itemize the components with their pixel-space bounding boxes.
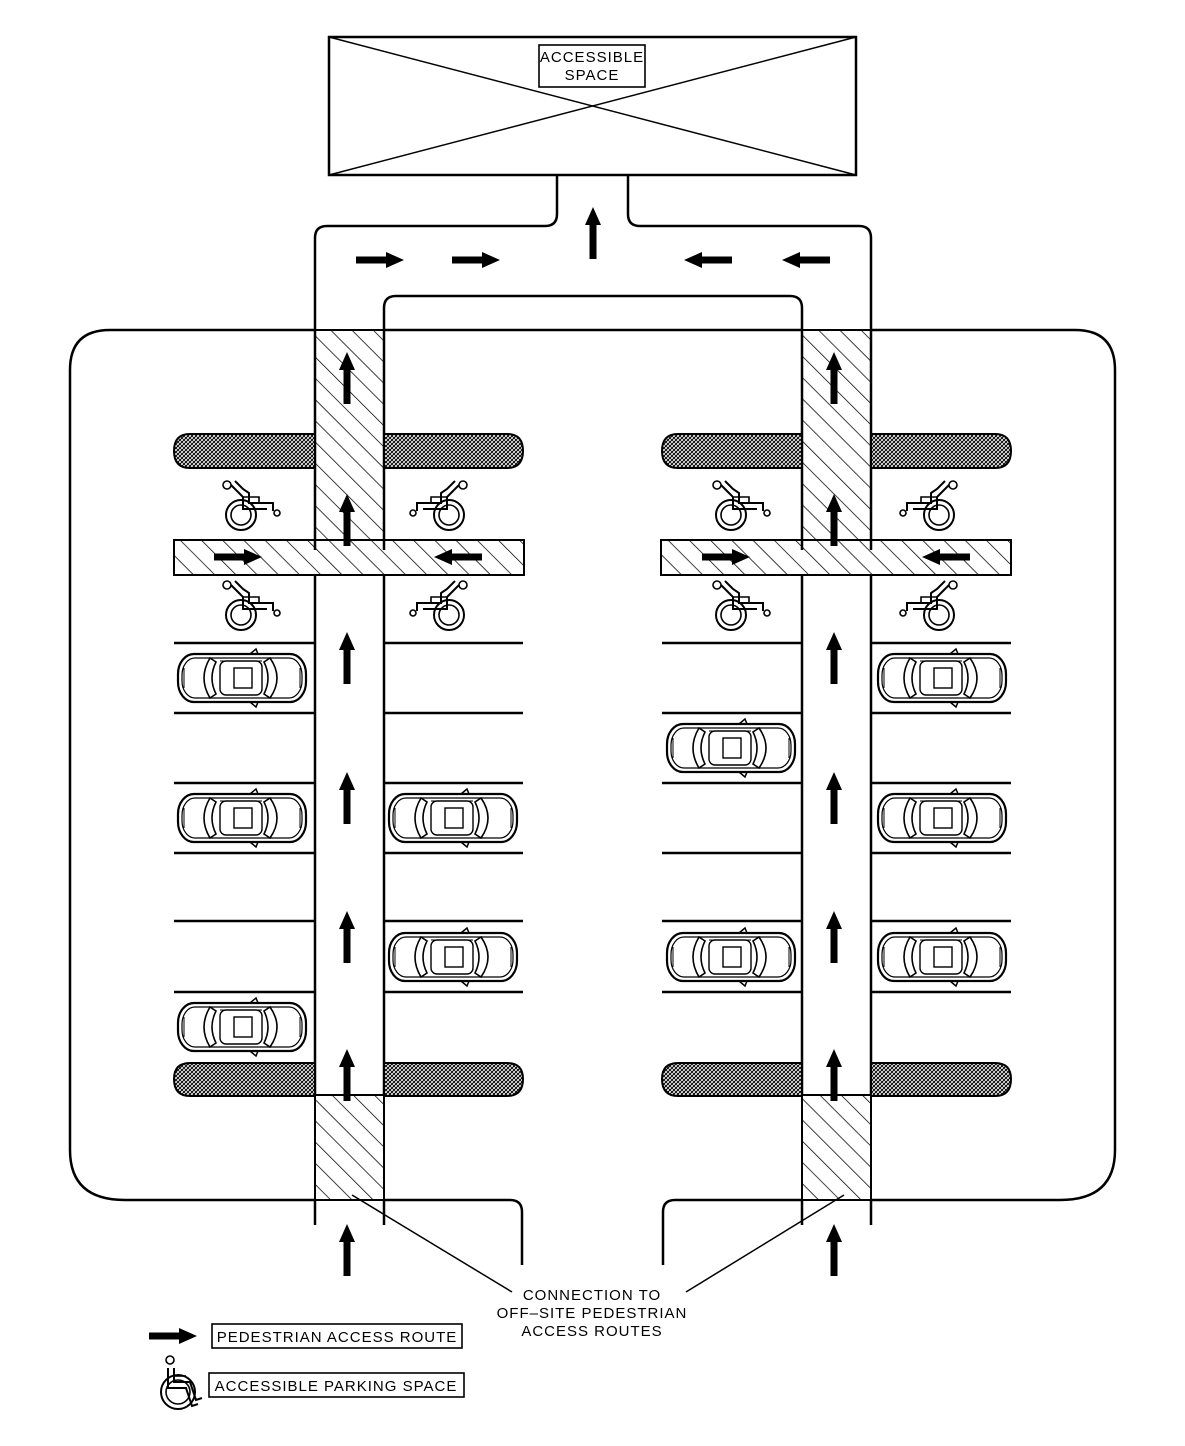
wheelchair-icon xyxy=(222,480,281,531)
legend-wheelchair-icon xyxy=(160,1355,203,1410)
arrow-up-icon xyxy=(826,632,842,684)
connection-callout: CONNECTION TO OFF–SITE PEDESTRIAN ACCESS… xyxy=(351,1194,845,1340)
arrow-up-icon xyxy=(339,632,355,684)
legend-parking-label: ACCESSIBLE PARKING SPACE xyxy=(215,1378,458,1395)
car-icon xyxy=(665,926,797,988)
parking-lot-boundary xyxy=(68,328,315,1202)
arrow-left-icon xyxy=(782,252,830,268)
wheelchair-icon xyxy=(899,480,958,531)
car-icon xyxy=(176,647,308,709)
wheelchair-icon xyxy=(712,580,771,631)
arrow-up-icon xyxy=(339,1224,355,1276)
building-accessible-space: ACCESSIBLE SPACE xyxy=(327,35,858,177)
car-icon xyxy=(876,926,1008,988)
building-label-line1: ACCESSIBLE xyxy=(540,49,644,66)
arrow-right-icon xyxy=(452,252,500,268)
arrow-left-icon xyxy=(684,252,732,268)
arrow-up-icon xyxy=(826,1049,842,1101)
legend-route-label: PEDESTRIAN ACCESS ROUTE xyxy=(217,1329,458,1346)
callout-line3: ACCESS ROUTES xyxy=(521,1323,662,1340)
callout-line1: CONNECTION TO xyxy=(523,1287,661,1304)
wheelchair-icon xyxy=(899,580,958,631)
car-icon xyxy=(876,647,1008,709)
arrow-up-icon xyxy=(826,1224,842,1276)
parking-stall-lines xyxy=(174,641,1011,994)
wheelchair-icon xyxy=(409,480,468,531)
legend: PEDESTRIAN ACCESS ROUTE ACCESSIBLE PARKI… xyxy=(149,1323,465,1410)
wheelchair-icon xyxy=(409,580,468,631)
car-icon xyxy=(387,787,519,849)
car-icon xyxy=(387,926,519,988)
building-label-line2: SPACE xyxy=(565,67,620,84)
arrow-up-icon xyxy=(339,1049,355,1101)
arrow-up-icon xyxy=(339,911,355,963)
arrow-up-icon xyxy=(826,911,842,963)
legend-arrow-right-icon xyxy=(149,1328,197,1344)
arrow-up-icon xyxy=(339,772,355,824)
arrow-right-icon xyxy=(356,252,404,268)
car-icon xyxy=(176,996,308,1058)
callout-line2: OFF–SITE PEDESTRIAN xyxy=(497,1305,688,1322)
arrow-up-icon xyxy=(585,207,601,259)
car-icon xyxy=(176,787,308,849)
top-walkway xyxy=(313,175,559,550)
car-icon xyxy=(876,787,1008,849)
wheelchair-icon xyxy=(712,480,771,531)
wheelchair-icon xyxy=(222,580,281,631)
arrow-up-icon xyxy=(826,772,842,824)
car-icon xyxy=(665,717,797,779)
landscape-islands xyxy=(172,433,1013,1097)
